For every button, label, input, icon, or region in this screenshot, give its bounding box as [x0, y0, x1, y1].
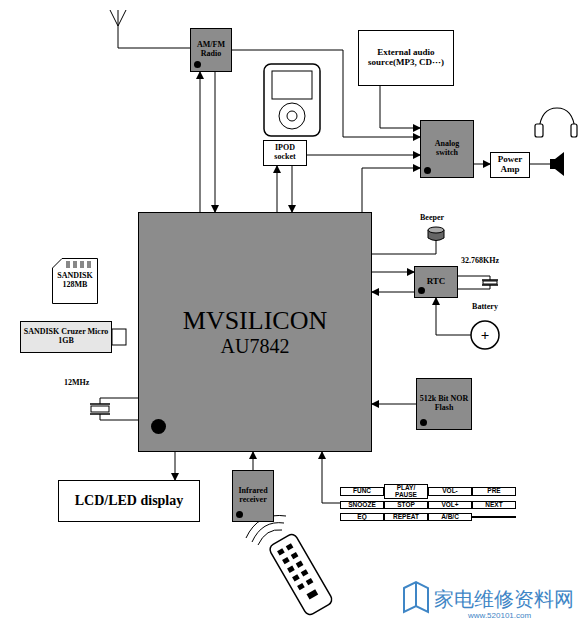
source-box: External audio source(MP3, CD···): [358, 30, 454, 86]
chip-box: MVSILICONAU7842: [138, 212, 372, 452]
node-label: 512k Bit NOR Flash: [419, 395, 469, 413]
signal-arrow: [372, 292, 414, 293]
flash-box: 512k Bit NOR Flash: [416, 378, 472, 430]
node-label: Infrared receiver: [235, 487, 271, 505]
node-label: IPOD socket: [266, 144, 304, 162]
signal-arrow: [372, 272, 414, 273]
key-label: VOL-: [428, 487, 472, 496]
watermark-icon: [404, 582, 428, 612]
node-label: External audio source(MP3, CD···): [361, 48, 451, 68]
usb-stick: SANDISK Cruzer Micro 1GB: [20, 321, 112, 353]
key-label: REPEAT: [384, 513, 428, 522]
signal-arrow: [474, 164, 490, 165]
remote-control: [246, 515, 334, 616]
key-label: PRE: [472, 487, 516, 496]
key-label: EQ: [340, 513, 384, 522]
key-label: PLAY/ PAUSE: [384, 484, 428, 499]
signal-arrow: [307, 155, 420, 156]
node-label: Analog switch: [423, 140, 471, 158]
receiver-box: Infrared receiver: [232, 470, 274, 522]
node-label: SANDISK 128MB: [54, 272, 96, 290]
signal-arrow: [277, 166, 278, 212]
key-label: STOP: [384, 501, 428, 510]
headphones: [535, 108, 577, 137]
signal-arrow: [253, 452, 254, 470]
signal-arrow: [175, 452, 176, 480]
node-label: AM/FM Radio: [193, 41, 229, 59]
keypad: FUNCPLAY/ PAUSEVOL-PRE SNOOZESTOPVOL+NEXT…: [340, 484, 516, 523]
signal-arrow: [215, 72, 216, 212]
pin1-dot: [151, 419, 166, 434]
signal-arrow: [362, 168, 420, 212]
signal-arrow: [322, 452, 340, 503]
radio-box: AM/FM Radio: [190, 28, 232, 72]
crystal-symbol: [458, 276, 498, 289]
key-label: VOL+: [428, 501, 472, 510]
key-blank: [472, 516, 516, 518]
switch-box: Analog switch: [420, 120, 474, 178]
beeper-label: Beeper: [420, 213, 444, 222]
usb-plug: [112, 329, 126, 345]
beeper-symbol: [372, 227, 444, 254]
signal-arrow: [292, 166, 293, 212]
battery-cell: Battery +: [460, 303, 510, 351]
key-label: NEXT: [472, 501, 516, 510]
node-label: +: [460, 326, 510, 344]
node-label: SANDISK Cruzer Micro 1GB: [23, 328, 109, 346]
node-label: LCD/LED display: [75, 493, 184, 508]
signal-arrow: [372, 404, 416, 405]
pin1-dot: [194, 61, 201, 68]
display-box: LCD/LED display: [58, 480, 200, 522]
chip-model: AU7842: [221, 335, 290, 357]
sd-card: SANDISK 128MB: [52, 258, 98, 304]
crystal-symbol: [90, 398, 138, 420]
speaker: [530, 152, 564, 176]
crystal-label: 32.768KHz: [461, 256, 499, 265]
pin1-dot: [424, 167, 431, 174]
watermark: www.520101.com: [468, 611, 531, 620]
watermark: 家电维修资料网: [434, 586, 574, 613]
chip-brand: MVSILICON: [183, 307, 327, 336]
signal-arrow: [380, 86, 420, 128]
crystal-label: 12MHz: [64, 378, 89, 387]
node-label: Battery: [472, 303, 498, 312]
ipod-figure: [264, 64, 320, 136]
signal-arrow: [200, 72, 201, 212]
antenna: [110, 10, 190, 48]
node-label: RTC: [427, 277, 446, 287]
rtc-box: RTC: [414, 266, 458, 298]
node-label: Power Amp: [493, 155, 527, 175]
key-label: SNOOZE: [340, 501, 384, 510]
amp-box: Power Amp: [490, 152, 530, 178]
socket-box: IPOD socket: [263, 140, 307, 166]
key-label: FUNC: [340, 487, 384, 496]
key-label: A/B/C: [428, 513, 472, 522]
pin1-dot: [236, 511, 243, 518]
pin1-dot: [418, 287, 425, 294]
pin1-dot: [420, 419, 427, 426]
signal-arrow: [436, 298, 471, 335]
